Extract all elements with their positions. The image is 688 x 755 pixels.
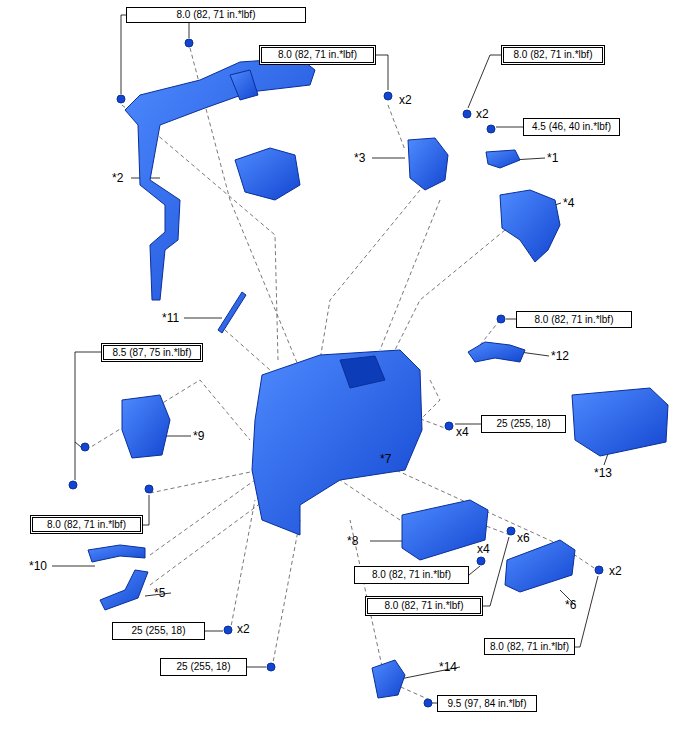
torque-spec-box: 8.0 (82, 71 in.*lbf): [365, 596, 483, 616]
quantity-label: x4: [477, 542, 490, 556]
torque-value: 9.5 (97, 84 in.*lbf): [445, 698, 530, 710]
torque-value: 8.0 (82, 71 in.*lbf): [511, 49, 596, 61]
torque-spec-box: 8.0 (82, 71 in.*lbf): [126, 7, 306, 23]
quantity-label: x4: [456, 425, 469, 439]
quantity-label: x6: [517, 531, 530, 545]
callout-number: *9: [193, 429, 204, 443]
quantity-label: x2: [237, 622, 250, 636]
callout-number: *4: [563, 196, 574, 210]
torque-spec-box: 8.5 (87, 75 in.*lbf): [101, 343, 203, 362]
callout-number: *13: [594, 466, 612, 480]
torque-spec-box: 8.0 (82, 71 in.*lbf): [354, 566, 469, 584]
callout-number: *2: [112, 171, 123, 185]
torque-value: 25 (255, 18): [494, 418, 554, 430]
torque-value: 8.5 (87, 75 in.*lbf): [110, 347, 195, 359]
torque-value: 8.0 (82, 71 in.*lbf): [487, 641, 572, 653]
torque-value: 25 (255, 18): [174, 661, 234, 673]
torque-spec-box: 8.0 (82, 71 in.*lbf): [501, 45, 605, 65]
torque-spec-box: 8.0 (82, 71 in.*lbf): [516, 311, 632, 328]
torque-value: 4.5 (46, 40 in.*lbf): [529, 121, 614, 133]
callout-number: *1: [547, 151, 558, 165]
torque-value: 8.0 (82, 71 in.*lbf): [275, 49, 360, 61]
torque-spec-box: 25 (255, 18): [160, 658, 247, 676]
torque-value: 8.0 (82, 71 in.*lbf): [532, 314, 617, 326]
callout-number: *11: [162, 311, 179, 325]
callout-number: *3: [354, 151, 365, 165]
callout-number: *8: [347, 534, 358, 548]
quantity-label: x2: [609, 564, 622, 578]
torque-spec-box: 25 (255, 18): [112, 622, 205, 640]
torque-spec-box: 4.5 (46, 40 in.*lbf): [523, 118, 620, 136]
callout-number: *7: [380, 452, 391, 466]
torque-spec-box: 8.0 (82, 71 in.*lbf): [30, 515, 143, 534]
torque-value: 8.0 (82, 71 in.*lbf): [382, 600, 467, 612]
torque-spec-box: 8.0 (82, 71 in.*lbf): [259, 45, 376, 65]
quantity-label: x2: [476, 107, 489, 121]
torque-value: 8.0 (82, 71 in.*lbf): [44, 519, 129, 531]
torque-spec-box: 8.0 (82, 71 in.*lbf): [484, 638, 575, 655]
callout-number: *5: [154, 586, 165, 600]
torque-value: 8.0 (82, 71 in.*lbf): [369, 569, 454, 581]
torque-value: 25 (255, 18): [129, 625, 189, 637]
torque-spec-box: 25 (255, 18): [481, 415, 566, 433]
torque-value: 8.0 (82, 71 in.*lbf): [174, 9, 259, 21]
torque-spec-box: 9.5 (97, 84 in.*lbf): [437, 695, 537, 712]
callout-number: *14: [439, 660, 457, 674]
quantity-label: x2: [399, 93, 412, 107]
callout-number: *12: [551, 349, 569, 363]
callout-number: *6: [565, 598, 576, 612]
callout-number: *10: [29, 559, 47, 573]
